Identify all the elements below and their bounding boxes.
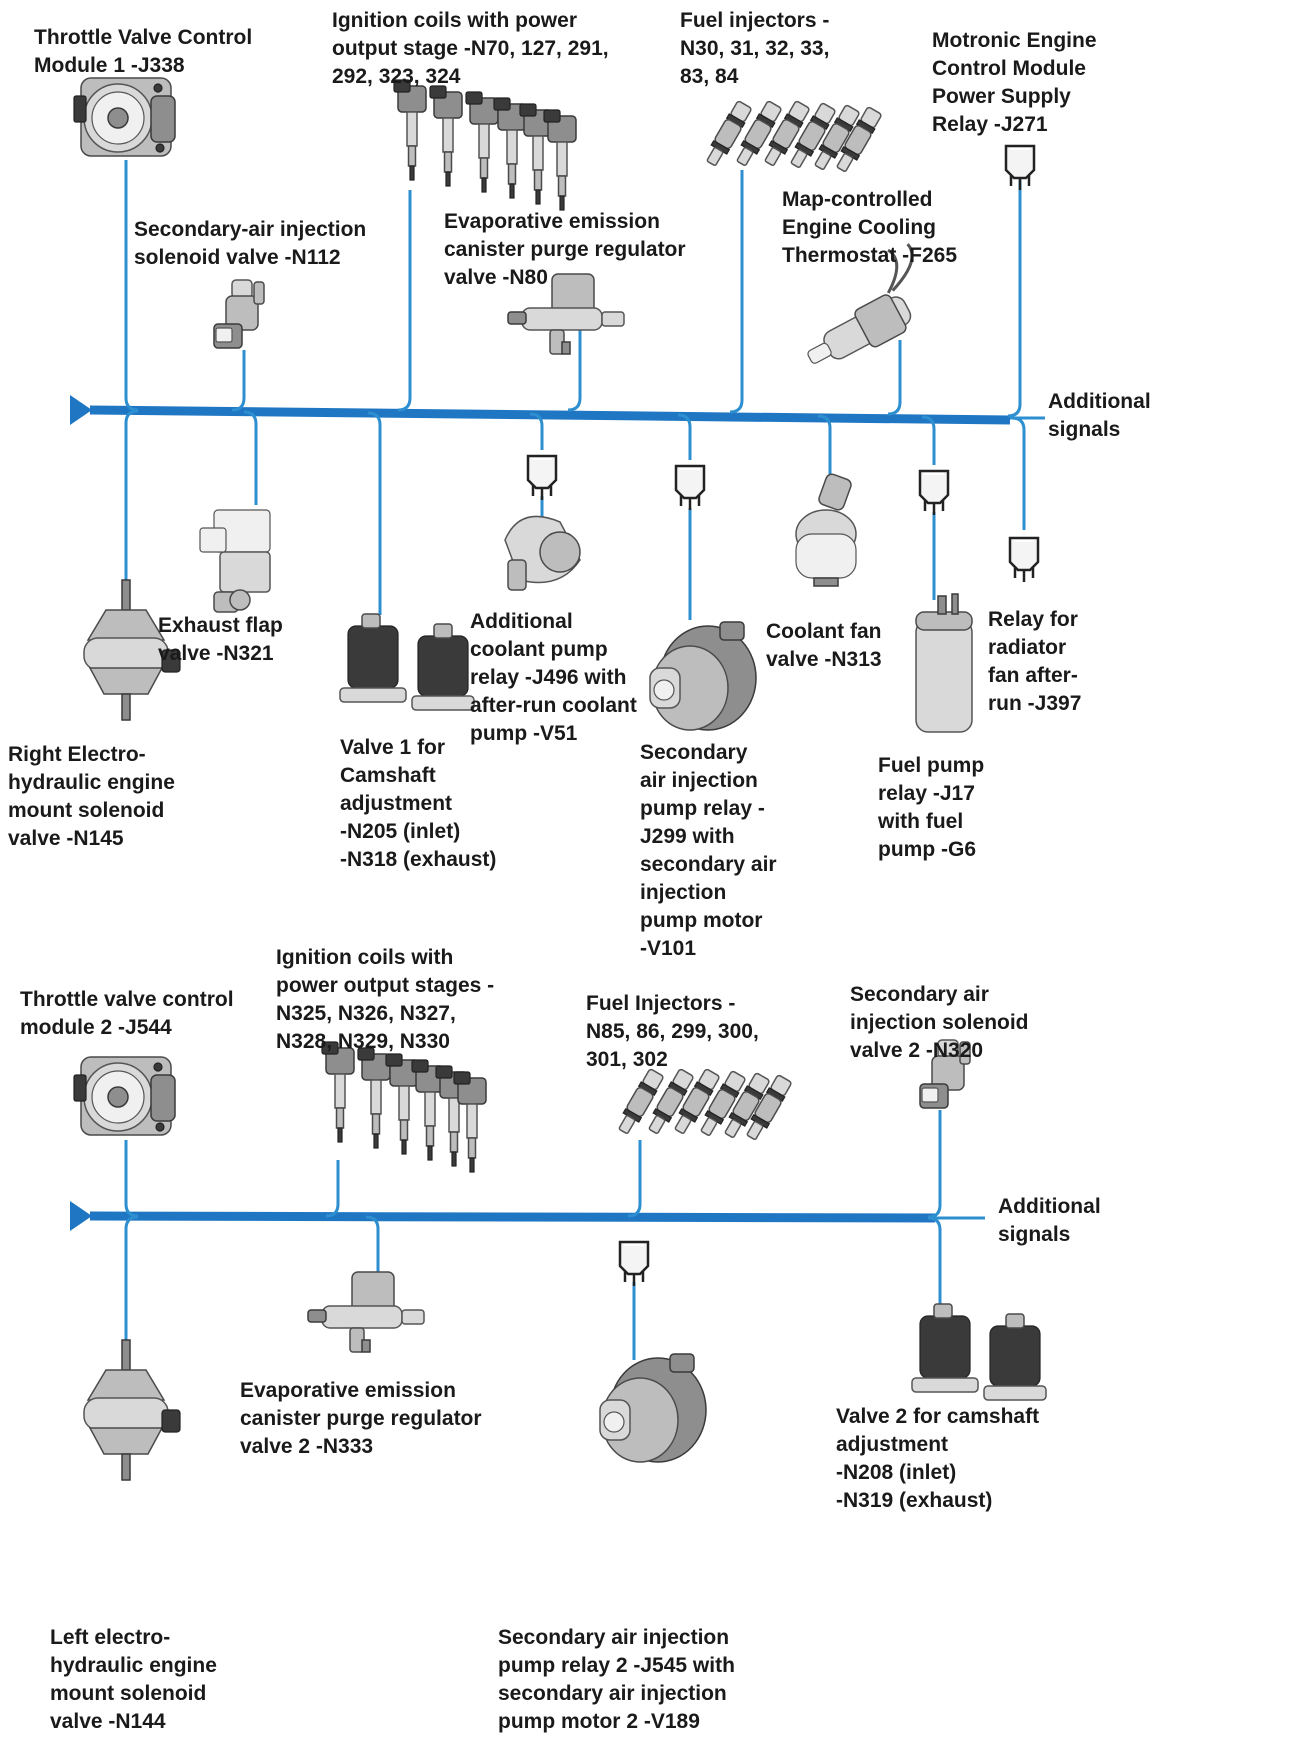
bus-line-2 (89, 1211, 936, 1223)
fuel-pump-relay (918, 469, 950, 517)
wire-fuel-pump (921, 415, 936, 465)
label-exhaust-flap: Exhaust flap valve -N321 (158, 614, 283, 665)
wire-sec-air-sol-2 (927, 1110, 942, 1219)
wire-throttle-2 (124, 1140, 139, 1218)
wire-injectors-2 (627, 1140, 642, 1218)
motronic-relay (1004, 144, 1036, 192)
secondary-air-pump-1 (649, 621, 757, 731)
label-evap-purge-2: Evaporative emission canister purge regu… (240, 1379, 482, 1458)
wire-mount-right (124, 409, 139, 610)
label-additional-coolant-pump: Additional coolant pump relay -J496 with… (470, 610, 637, 745)
label-ignition-coils-2: Ignition coils with power output stages … (276, 946, 495, 1053)
label-fuel-injectors-1: Fuel injectors - N30, 31, 32, 33, 83, 84 (680, 9, 830, 88)
after-run-coolant-pump (504, 515, 581, 591)
diagram2 (70, 1039, 1047, 1481)
label-throttle-valve-1: Throttle Valve Control Module 1 -J338 (34, 26, 253, 77)
ignition-coils-1 (393, 79, 577, 211)
label-left-engine-mount: Left electro- hydraulic engine mount sol… (50, 1626, 217, 1733)
coolant-pump-relay (526, 454, 558, 502)
label-camshaft-valve-2: Valve 2 for camshaft adjustment -N208 (i… (836, 1405, 1040, 1512)
label-camshaft-valve-1: Valve 1 for Camshaft adjustment -N205 (i… (340, 736, 497, 871)
label-additional-signals-1: Additional signals (1048, 390, 1151, 441)
wire-purge-2 (365, 1215, 380, 1290)
wire-coils-2 (325, 1160, 340, 1218)
exhaust-flap-valve (199, 509, 271, 613)
fuel-injectors-1 (702, 99, 884, 175)
label-secondary-air-solenoid-1: Secondary-air injection solenoid valve -… (134, 218, 367, 269)
wire-mount-left (124, 1215, 139, 1370)
bus-arrow-1 (70, 395, 92, 425)
wire-coolant-fan (817, 414, 832, 480)
camshaft-valve-2 (911, 1303, 1047, 1401)
label-thermostat: Map-controlled Engine Cooling Thermostat… (782, 188, 958, 267)
fuel-injectors-2 (614, 1067, 794, 1143)
throttle-valve-module-1 (73, 77, 176, 157)
secondary-air-pump-2 (599, 1353, 707, 1463)
label-coolant-fan-valve: Coolant fan valve -N313 (766, 620, 882, 671)
label-additional-signals-2: Additional signals (998, 1195, 1101, 1246)
bus-line-1 (89, 405, 1011, 425)
label-throttle-valve-2: Throttle valve control module 2 -J544 (20, 988, 234, 1039)
wire-motronic-relay (1007, 180, 1022, 418)
wire-exhaust-flap (243, 410, 258, 505)
wire-coils-1 (397, 190, 412, 412)
left-engine-mount (83, 1339, 181, 1481)
evap-purge-valve-2 (307, 1271, 425, 1353)
wire-thermostat (887, 340, 902, 416)
secondary-air-solenoid-1 (213, 279, 265, 349)
label-secondary-air-pump-1: Secondary air injection pump relay - J29… (640, 741, 777, 960)
wire-sec-air-pump-1 (677, 413, 692, 460)
wire-injectors-1 (729, 170, 744, 414)
label-right-engine-mount: Right Electro- hydraulic engine mount so… (8, 743, 175, 850)
fuel-pump (915, 593, 973, 733)
diagram1 (70, 77, 1045, 733)
wire-radiator-relay (1011, 416, 1026, 530)
ignition-coils-2 (321, 1041, 487, 1173)
label-fuel-pump: Fuel pump relay -J17 with fuel pump -G6 (878, 754, 985, 861)
wire-throttle-1 (124, 160, 139, 412)
label-secondary-air-solenoid-2: Secondary air injection solenoid valve 2… (850, 983, 1029, 1062)
wire-sec-air-1 (231, 350, 246, 412)
wire-purge-1 (567, 330, 582, 412)
coolant-fan-valve (795, 473, 857, 587)
radiator-fan-relay (1008, 536, 1040, 584)
cooling-thermostat (807, 243, 914, 364)
bus-arrow-2 (70, 1201, 92, 1231)
label-radiator-fan-relay: Relay for radiator fan after- run -J397 (988, 608, 1082, 715)
wire-camshaft-2 (927, 1216, 942, 1320)
secondary-air-pump-relay-1 (674, 464, 706, 512)
label-ignition-coils-1: Ignition coils with power output stage -… (332, 9, 609, 88)
secondary-air-pump-relay-2 (618, 1240, 650, 1288)
camshaft-valve-1 (339, 613, 475, 711)
label-evap-purge-1: Evaporative emission canister purge regu… (444, 210, 686, 289)
wire-coolant-pump (529, 412, 544, 450)
label-fuel-injectors-2: Fuel Injectors - N85, 86, 299, 300, 301,… (586, 992, 759, 1071)
label-motronic-relay: Motronic Engine Control Module Power Sup… (932, 29, 1097, 136)
wire-camshaft-1 (367, 411, 382, 615)
label-secondary-air-pump-2: Secondary air injection pump relay 2 -J5… (498, 1626, 735, 1733)
throttle-valve-module-2 (73, 1056, 176, 1136)
